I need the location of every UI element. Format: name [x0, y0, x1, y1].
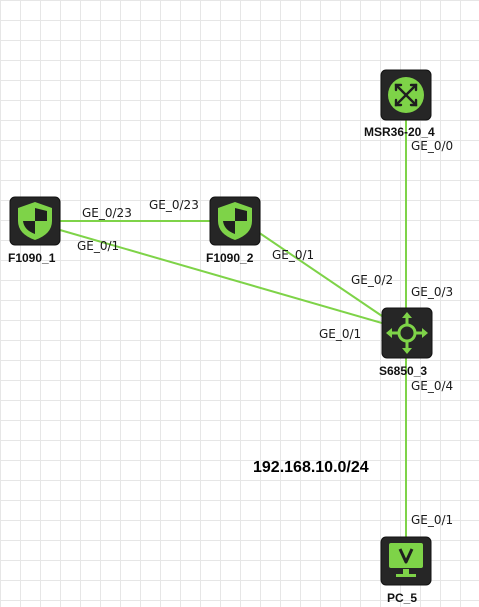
monitor-icon [389, 543, 423, 577]
port-label-s-ge03: GE_0/3 [411, 285, 453, 299]
port-label-f2-ge023: GE_0/23 [149, 198, 199, 212]
device-label-s6850: S6850_3 [379, 364, 427, 378]
link-f1-s6850[interactable] [59, 229, 383, 324]
device-pc-5[interactable]: PC_5 [380, 536, 432, 605]
link-f2-s6850[interactable] [257, 231, 383, 317]
device-f1090-1[interactable]: F1090_1 [8, 196, 61, 265]
port-label-pc-ge01: GE_0/1 [411, 513, 453, 527]
firewall-shield-icon [218, 202, 252, 240]
port-label-f1-ge023: GE_0/23 [82, 206, 132, 220]
device-label-pc: PC_5 [387, 591, 417, 605]
device-label-msr: MSR36-20_4 [364, 125, 435, 139]
device-msr36-20-4[interactable]: MSR36-20_4 [364, 69, 435, 139]
router-icon [388, 77, 424, 113]
switch-icon [386, 312, 428, 354]
firewall-shield-icon [18, 202, 52, 240]
port-label-s-ge01: GE_0/1 [319, 327, 361, 341]
port-label-s-ge02: GE_0/2 [351, 273, 393, 287]
port-label-s-ge04: GE_0/4 [411, 379, 453, 393]
device-label-f2: F1090_2 [206, 251, 254, 265]
device-f1090-2[interactable]: F1090_2 [206, 196, 261, 265]
device-label-f1: F1090_1 [8, 251, 56, 265]
device-s6850-3[interactable]: S6850_3 [379, 307, 433, 378]
switch-body [381, 307, 433, 359]
port-label-f1-ge01: GE_0/1 [77, 239, 119, 253]
port-label-msr-ge00: GE_0/0 [411, 139, 453, 153]
port-label-f2-ge01: GE_0/1 [272, 248, 314, 262]
subnet-label: 192.168.10.0/24 [253, 459, 369, 476]
